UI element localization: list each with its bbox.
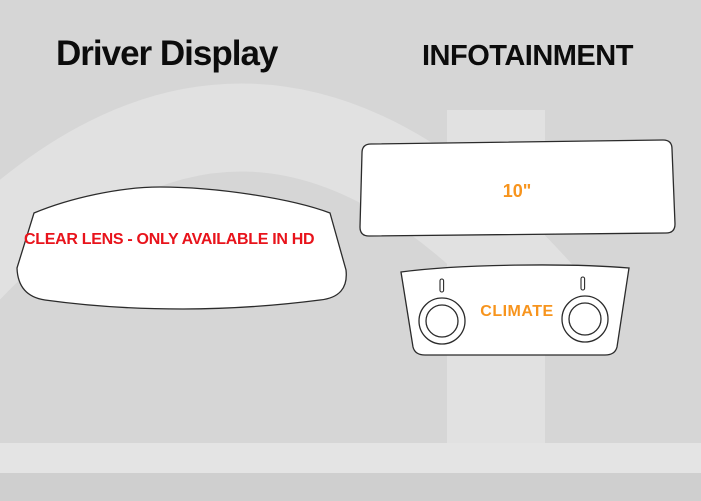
infotainment-title: INFOTAINMENT [422, 40, 633, 72]
climate-knob-left-inner-icon [425, 304, 459, 338]
clear-lens-note: CLEAR LENS - ONLY AVAILABLE IN HD [24, 231, 315, 248]
climate-label: CLIMATE [480, 303, 554, 320]
climate-indicator-left-icon [439, 278, 445, 293]
climate-knob-right-inner-icon [568, 302, 602, 336]
driver-display-title: Driver Display [56, 34, 278, 73]
driver-display-lens-shape [16, 186, 347, 310]
screen-size-label: 10" [502, 181, 532, 201]
infotainment-screen-shape [359, 139, 676, 237]
climate-indicator-right-icon [580, 276, 586, 291]
